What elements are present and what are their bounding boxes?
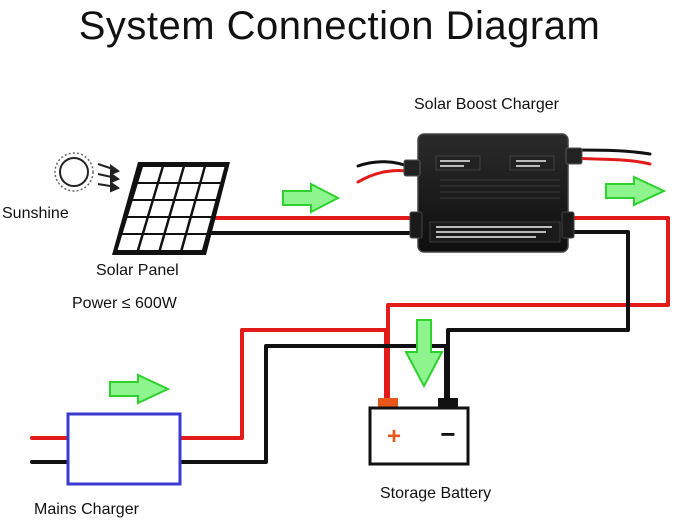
solar-cell (201, 167, 225, 182)
boost-charger-icon (403, 133, 583, 253)
battery-icon: + − (368, 398, 470, 466)
solar-panel-cells (117, 167, 225, 250)
solar-cell (117, 235, 142, 250)
mains-charger-label: Mains Charger (34, 501, 139, 518)
power-label: Power ≤ 600W (72, 295, 177, 312)
mains-positive-wire (178, 328, 388, 440)
solar-cell (165, 218, 190, 233)
solar-cell (159, 167, 183, 182)
solar-cell (154, 184, 178, 199)
battery-negative-sign: − (440, 419, 455, 449)
storage-battery-label: Storage Battery (380, 485, 492, 502)
diagram-title: System Connection Diagram (78, 4, 601, 48)
solar-cell (182, 235, 207, 250)
solar-cell (133, 184, 157, 199)
solar-cell (187, 218, 211, 233)
output-negative-wire (446, 230, 630, 400)
solar-cell (122, 218, 147, 233)
solar-cell (149, 201, 173, 216)
charger-output-lead-red (572, 156, 652, 166)
flow-arrow-icon (404, 319, 444, 389)
mains-charger-box (66, 412, 182, 486)
flow-arrow-icon (605, 175, 667, 207)
solar-cell (138, 167, 162, 182)
solar-cell (127, 201, 152, 216)
solar-cell (139, 235, 163, 250)
solar-panel-label: Solar Panel (96, 262, 179, 279)
solar-cell (161, 235, 185, 250)
boost-charger-label: Solar Boost Charger (414, 96, 559, 113)
flow-arrow-icon (109, 373, 171, 405)
solar-cell (192, 201, 216, 216)
solar-cell (175, 184, 199, 199)
flow-arrow-icon (282, 182, 341, 214)
mains-negative-wire (178, 344, 448, 464)
sun-icon (54, 152, 121, 193)
solar-cell (180, 167, 204, 182)
battery-positive-sign: + (387, 423, 401, 450)
solar-cell (197, 184, 220, 199)
solar-cell (170, 201, 194, 216)
sunshine-label: Sunshine (2, 205, 69, 222)
charger-output-lead-black (572, 148, 652, 156)
solar-cell (144, 218, 168, 233)
flow-arrows (109, 175, 667, 405)
